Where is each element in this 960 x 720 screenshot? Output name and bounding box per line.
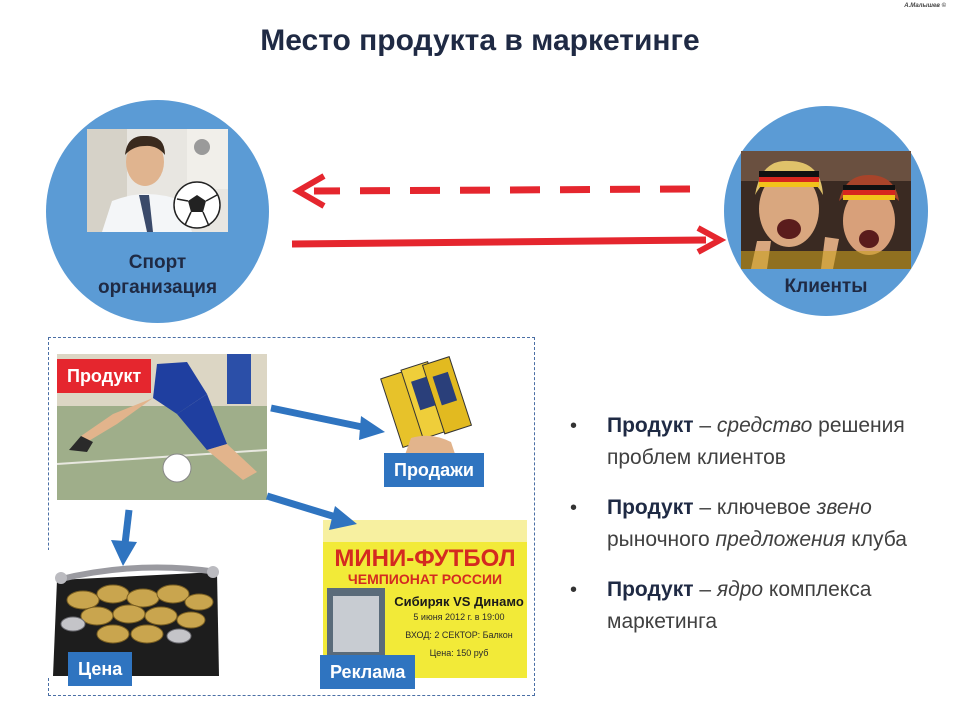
feedback-dashed-arrow <box>291 173 691 209</box>
bullet-bold: Продукт <box>607 578 694 601</box>
sales-tag: Продажи <box>384 453 484 487</box>
ad-tag: Реклама <box>320 655 416 689</box>
product-flow-arrow <box>291 225 727 255</box>
bullet-text: комплекса маркетинга <box>607 578 872 633</box>
bullet-bold: Продукт <box>607 496 694 519</box>
sport-organization-circle: Спорт организация <box>46 100 269 323</box>
marketing-mix-panel: МИНИ-ФУТБОЛ ЧЕМПИОНАТ РОССИИ Сибиряк VS … <box>43 337 535 696</box>
bullet-dash: – <box>693 578 717 601</box>
poster-match: Сибиряк VS Динамо <box>394 594 524 609</box>
clients-label: Клиенты <box>784 276 868 297</box>
bullet-item: • Продукт – ядро комплекса маркетинга <box>570 574 950 638</box>
bullet-text: ключевое <box>716 496 817 519</box>
bullet-bold: Продукт <box>607 414 694 437</box>
bullet-italic: звено <box>816 496 872 519</box>
copyright: А.Малышев © <box>904 3 946 9</box>
bullet-text: решения проблем клиентов <box>607 414 905 469</box>
fans-photo <box>741 151 911 269</box>
poster-date: 5 июня 2012 г. в 19:00 <box>413 612 504 622</box>
businessman-with-ball-photo <box>87 129 228 232</box>
bullet-text: клуба <box>845 528 907 551</box>
exchange-arrows <box>291 173 727 255</box>
sport-organization-label: Спорт организация <box>66 250 249 300</box>
bullet-dash: – <box>693 414 717 437</box>
tickets-photo <box>371 354 495 466</box>
sport-organization-label-line2: организация <box>97 277 218 298</box>
bullet-dot: • <box>570 497 578 519</box>
clients-circle: Клиенты <box>724 106 928 316</box>
poster-photo: МИНИ-ФУТБОЛ ЧЕМПИОНАТ РОССИИ Сибиряк VS … <box>323 520 527 678</box>
poster-price: Цена: 150 руб <box>430 648 489 658</box>
bullet-item: • Продукт – ключевое звено рыночного пре… <box>570 492 950 556</box>
bullet-item: • Продукт – средство решения проблем кли… <box>570 410 950 474</box>
poster-sector: ВХОД: 2 СЕКТОР: Балкон <box>405 630 513 640</box>
product-tag: Продукт <box>57 359 152 393</box>
product-to-ad-arrow <box>265 492 357 530</box>
bullet-dot: • <box>570 415 578 437</box>
mix-connector-arrows <box>111 404 385 566</box>
poster-subtitle: ЧЕМПИОНАТ РОССИИ <box>348 571 502 587</box>
product-to-price-arrow <box>111 509 137 566</box>
slide-title: Место продукта в маркетинге <box>260 24 700 57</box>
product-definitions-list: • Продукт – средство решения проблем кли… <box>570 410 950 656</box>
price-tag: Цена <box>68 652 133 686</box>
bullet-dash: – <box>693 496 717 519</box>
bullet-italic: предложения <box>715 528 846 551</box>
sport-organization-label-line1: Спорт <box>128 252 187 273</box>
product-to-sales-arrow <box>270 404 385 440</box>
bullet-dot: • <box>570 579 578 601</box>
bullet-text: рыночного <box>607 528 716 551</box>
bullet-italic: ядро <box>716 578 764 601</box>
poster-title: МИНИ-ФУТБОЛ <box>334 545 515 572</box>
bullet-italic: средство <box>716 414 813 437</box>
